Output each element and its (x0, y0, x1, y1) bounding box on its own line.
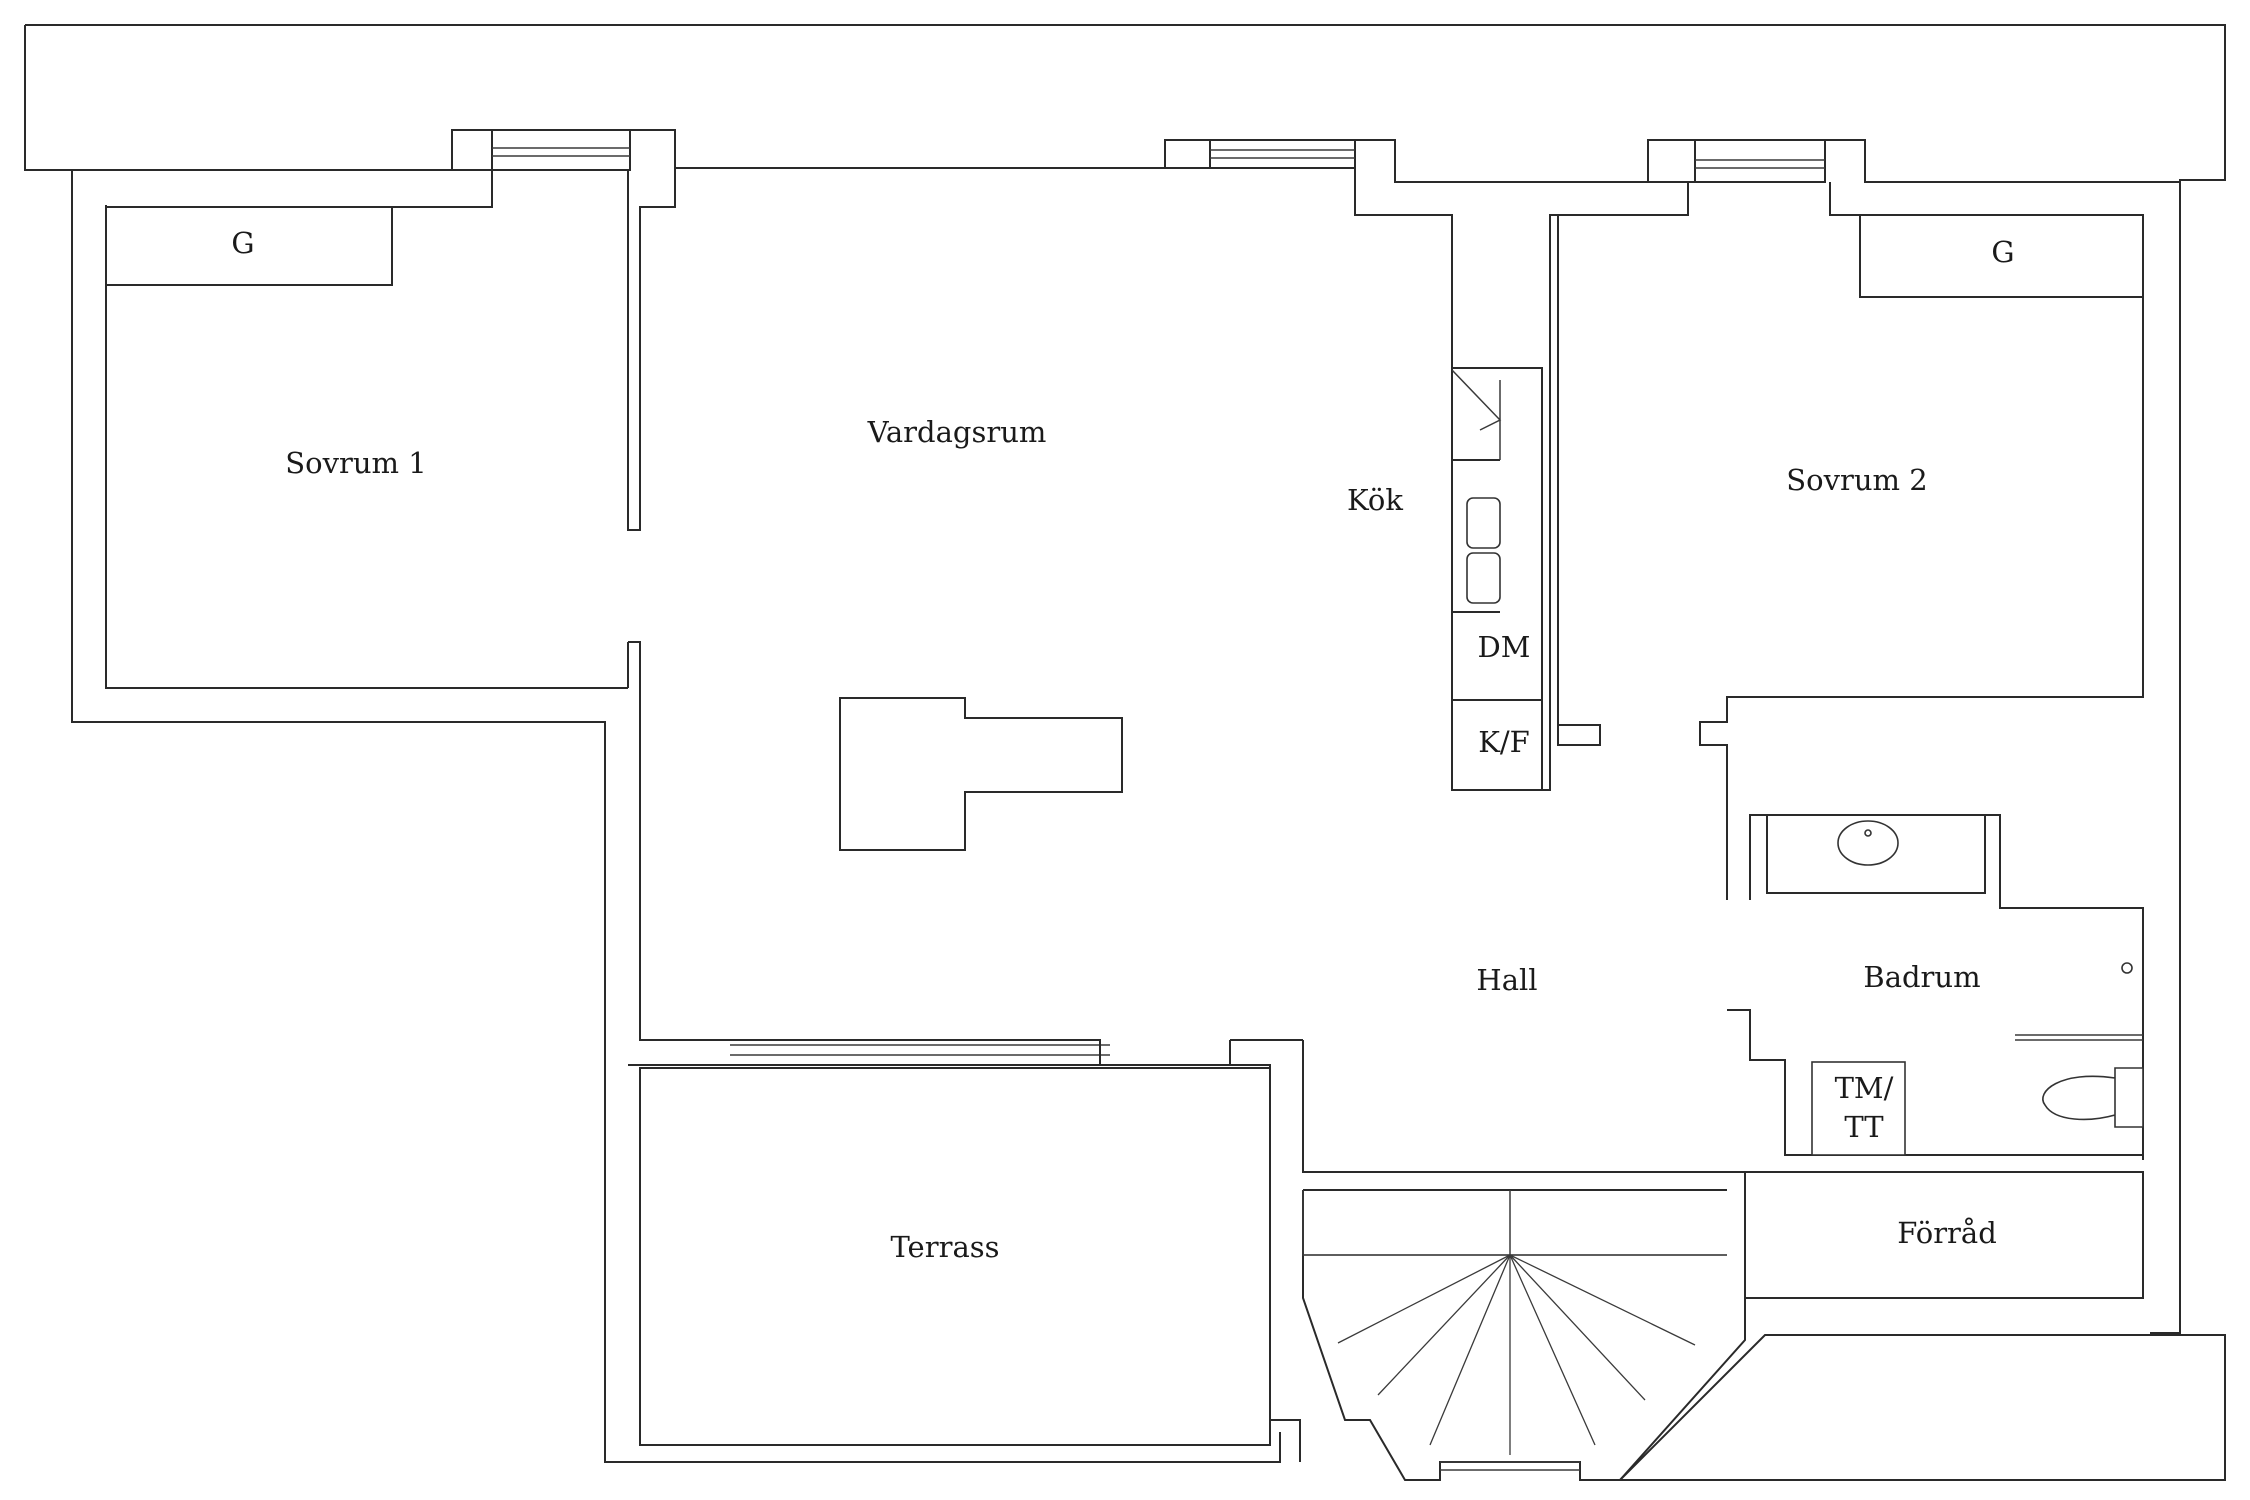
wardrobe-left (106, 206, 393, 286)
stair-landing (1302, 1190, 1727, 1256)
label-tm: TM/ (1835, 1071, 1894, 1105)
roof-band (25, 24, 2226, 1334)
outer-wall-top (72, 129, 631, 171)
sink-1 (1466, 497, 1501, 549)
outer-wall-left (71, 170, 1281, 1463)
stair-right-roof (1619, 1334, 2226, 1481)
faucet (1864, 829, 1872, 837)
label-kf: K/F (1478, 725, 1530, 759)
stair-treads (1303, 1254, 1727, 1455)
outer-wall-top-2 (630, 129, 2180, 183)
stove-cross (1451, 369, 1502, 460)
label-dm: DM (1478, 630, 1531, 664)
terrass-door (730, 1044, 1110, 1056)
roof-band-left (24, 25, 72, 171)
label-sovrum2: Sovrum 2 (1786, 463, 1927, 497)
label-g-right: G (1991, 235, 2014, 269)
towel-hook (2121, 962, 2133, 974)
inner-wall-left (105, 205, 628, 689)
label-terrass: Terrass (890, 1230, 999, 1264)
label-forrad: Förråd (1897, 1216, 1997, 1250)
window-top-2 (1210, 149, 1355, 159)
terrass-inner (639, 1067, 1271, 1446)
washbasin (1837, 820, 1899, 866)
label-hall: Hall (1476, 963, 1537, 997)
shower-rail (2015, 1034, 2143, 1041)
table-outline (839, 697, 1123, 851)
window-top-3 (1695, 159, 1825, 169)
stair-enclosure (1302, 1190, 1746, 1481)
label-sovrum1: Sovrum 1 (285, 446, 426, 480)
partition-s1-vardagsrum (627, 168, 1101, 1065)
wardrobe-right (1859, 215, 2143, 298)
label-vardagsrum: Vardagsrum (867, 415, 1047, 449)
kok-top-wall (1354, 168, 1601, 791)
label-badrum: Badrum (1863, 960, 1980, 994)
washing-machine (1811, 1061, 1906, 1156)
sovrum1-top (392, 170, 493, 208)
label-kok: Kök (1347, 483, 1403, 517)
bathroom-top (1749, 814, 2144, 1160)
sink-2 (1466, 552, 1501, 604)
label-g-left: G (231, 226, 254, 260)
stair-bottom-door (1440, 1461, 1580, 1471)
label-tt: TT (1844, 1110, 1884, 1144)
forrad-walls (1744, 1171, 2144, 1299)
kitchen-counter (1452, 367, 1543, 790)
window-top-1 (492, 147, 630, 157)
sovrum2-top-wall (1558, 182, 2144, 900)
terrass-right (1099, 1039, 1303, 1065)
hall-lower (1302, 1040, 1745, 1191)
toilet (2042, 1067, 2144, 1128)
